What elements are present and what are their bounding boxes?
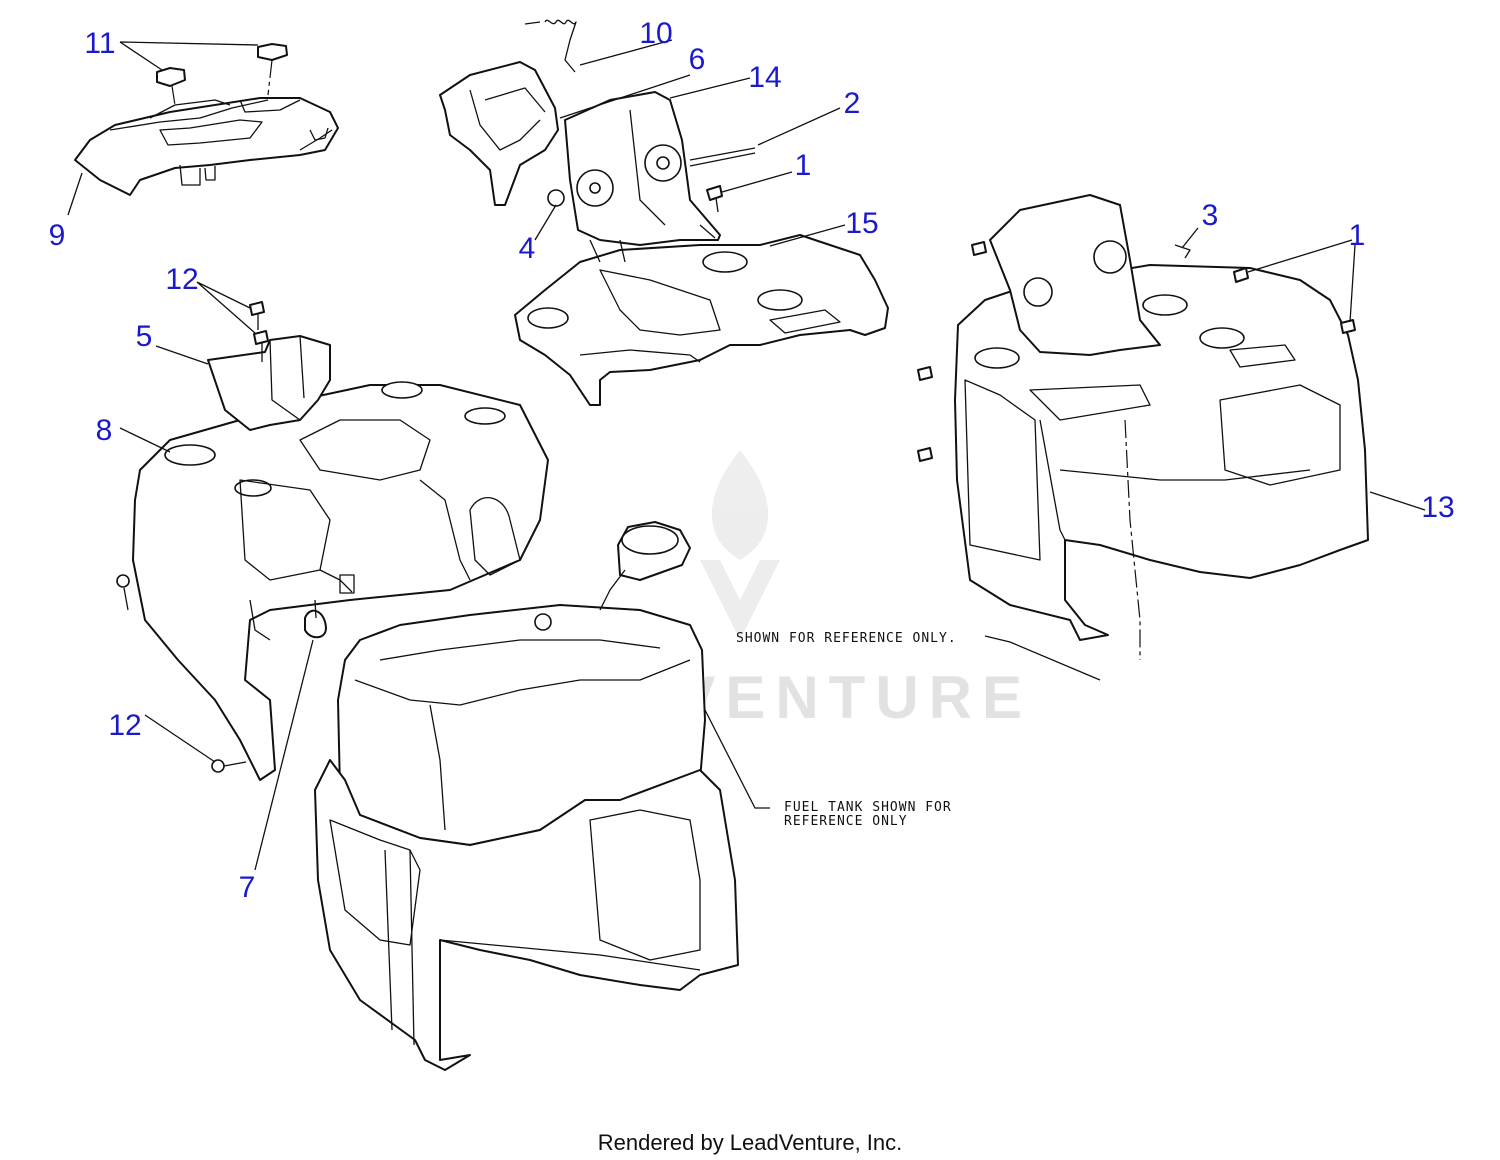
watermark-logo	[700, 450, 780, 640]
part-12-screws-side	[116, 574, 247, 773]
lower-console-left	[314, 759, 739, 1071]
part-3-pin	[1174, 244, 1191, 259]
footer-credit: Rendered by LeadVenture, Inc.	[598, 1130, 903, 1155]
part-13-assembly	[954, 194, 1369, 660]
callout-14: 14	[748, 61, 781, 94]
callout-3: 3	[1202, 199, 1219, 232]
part-1-bolts-right	[917, 241, 1356, 462]
part-2-pin	[689, 147, 756, 167]
fuel-tank-reference	[337, 521, 706, 846]
callout-12: 12	[108, 709, 141, 742]
part-6-shield	[439, 61, 559, 206]
callout-8: 8	[96, 414, 113, 447]
leader-lines	[67, 39, 1426, 871]
callout-7: 7	[239, 871, 256, 904]
callout-10: 10	[639, 17, 672, 50]
callout-2: 2	[844, 87, 861, 120]
reference-note: SHOWN FOR REFERENCE ONLY.	[736, 631, 957, 646]
fuel-tank-note-line2: REFERENCE ONLY	[784, 814, 908, 829]
part-11-caps	[156, 43, 288, 106]
callout-15: 15	[845, 207, 878, 240]
callout-11: 11	[84, 27, 115, 60]
part-12-screws-top	[249, 301, 269, 362]
part-1-bolt-center	[706, 185, 723, 213]
part-9-dash-cover	[74, 97, 339, 196]
callout-13: 13	[1421, 491, 1454, 524]
callout-1: 1	[795, 149, 812, 182]
part-14-bracket	[564, 91, 721, 246]
callout-5: 5	[136, 320, 153, 353]
callout-1: 1	[1349, 219, 1366, 252]
callout-6: 6	[689, 43, 706, 76]
part-4-knob	[547, 189, 565, 207]
callout-9: 9	[49, 219, 66, 252]
part-10-spring	[524, 19, 577, 73]
part-8-console	[132, 381, 549, 781]
callout-12: 12	[165, 263, 198, 296]
part-15-base-plate	[514, 234, 889, 406]
part-5-bracket	[207, 335, 331, 431]
callout-4: 4	[519, 232, 536, 265]
fuel-tank-note-line1: FUEL TANK SHOWN FOR	[784, 800, 952, 815]
part-7-clip	[304, 599, 327, 639]
